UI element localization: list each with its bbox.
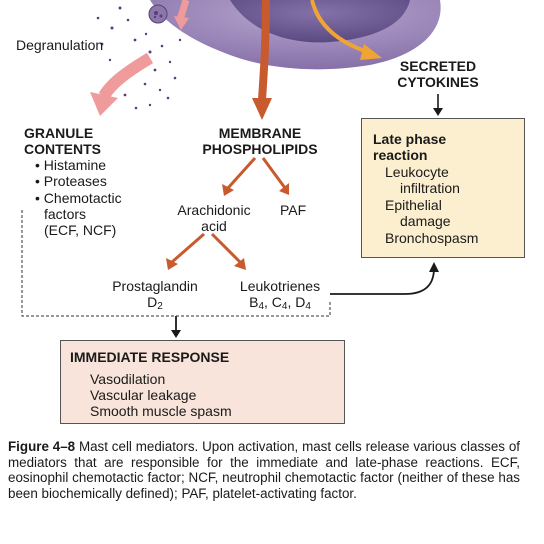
granule-particles bbox=[96, 4, 182, 110]
late-phase-title-2: reaction bbox=[373, 147, 428, 163]
activation-arrow bbox=[258, 0, 270, 101]
leukotrienes-subtypes: B4, C4, D4 bbox=[249, 294, 311, 312]
late-phase-item: Leukocyte bbox=[385, 164, 449, 180]
degranulation-arrow-small bbox=[176, 0, 190, 22]
figure-caption-text: Mast cell mediators. Upon activation, ma… bbox=[8, 439, 520, 501]
late-phase-item: Epithelial bbox=[385, 197, 442, 213]
immediate-item: Vasodilation bbox=[90, 371, 166, 387]
arachidonic-label-2: acid bbox=[201, 218, 227, 234]
late-phase-box bbox=[361, 118, 525, 258]
granule-contents-title-2: CONTENTS bbox=[24, 141, 101, 157]
leukotrienes-label: Leukotrienes bbox=[239, 278, 321, 294]
late-phase-item: infiltration bbox=[400, 180, 460, 196]
figure-caption: Figure 4–8 Mast cell mediators. Upon act… bbox=[8, 439, 520, 501]
granule-item: • Proteases bbox=[35, 173, 107, 189]
late-phase-item: Bronchospasm bbox=[385, 230, 479, 246]
immediate-response-box bbox=[60, 340, 345, 424]
immediate-item: Smooth muscle spasm bbox=[90, 403, 232, 419]
degranulation-label: Degranulation bbox=[16, 37, 104, 53]
figure-label: Figure 4–8 bbox=[8, 439, 76, 454]
leukotrienes-to-late-arrow bbox=[330, 267, 435, 295]
immediate-title: IMMEDIATE RESPONSE bbox=[70, 349, 230, 365]
late-phase-title-1: Late phase bbox=[373, 131, 447, 147]
granule-contents-title-1: GRANULE bbox=[24, 125, 94, 141]
secreted-title-2: CYTOKINES bbox=[397, 74, 479, 90]
prostaglandin-label: Prostaglandin bbox=[112, 278, 198, 294]
to-leukotrienes-arrow bbox=[210, 232, 242, 264]
to-paf-arrow bbox=[261, 157, 287, 189]
membrane-title-1: MEMBRANE bbox=[218, 125, 302, 141]
secreted-title-1: SECRETED bbox=[399, 58, 477, 74]
granule-item: • Chemotactic bbox=[35, 190, 122, 206]
to-arachidonic-arrow bbox=[226, 156, 257, 190]
cytokine-arrow bbox=[310, 0, 369, 54]
granule-item: • Histamine bbox=[35, 157, 107, 173]
late-phase-item: damage bbox=[400, 213, 451, 229]
arachidonic-label-1: Arachidonic bbox=[177, 202, 251, 218]
paf-label: PAF bbox=[280, 202, 307, 218]
granule-item-cont2: (ECF, NCF) bbox=[44, 222, 117, 238]
to-prostaglandin-arrow bbox=[171, 232, 205, 264]
granule-item-cont: factors bbox=[44, 206, 87, 222]
degranulation-arrow bbox=[98, 52, 154, 100]
prostaglandin-d2: D2 bbox=[147, 294, 163, 312]
membrane-title-2: PHOSPHOLIPIDS bbox=[202, 141, 318, 157]
immediate-item: Vascular leakage bbox=[90, 387, 197, 403]
